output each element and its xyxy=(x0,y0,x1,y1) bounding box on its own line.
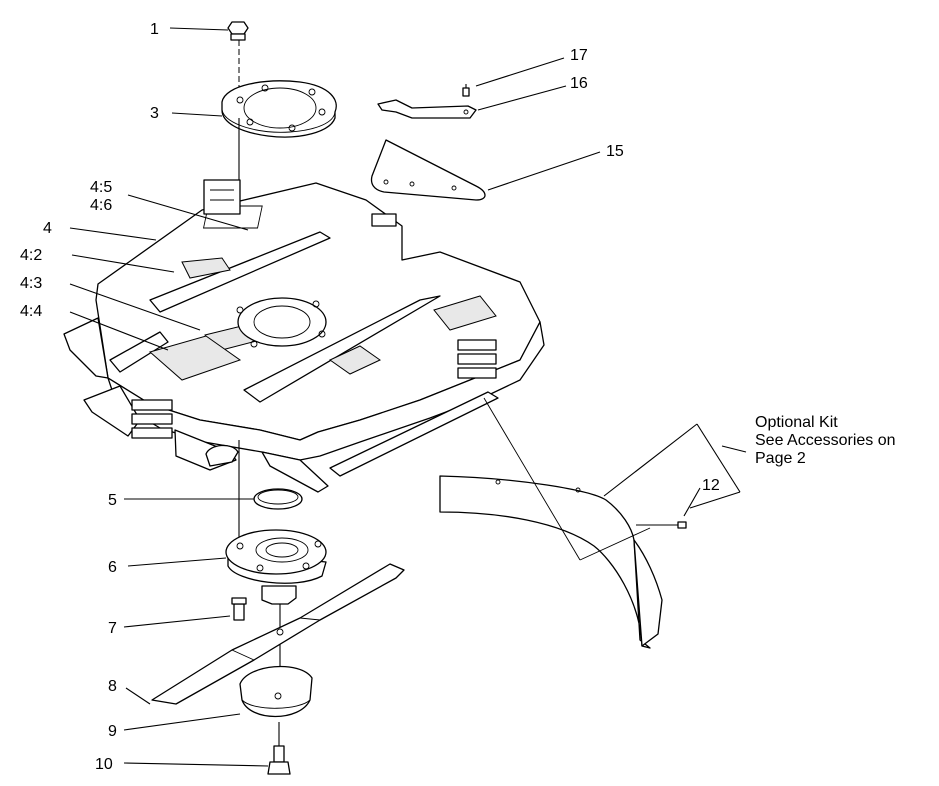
part-9-washer xyxy=(239,665,313,718)
callout-10: 10 xyxy=(95,756,113,773)
part-4-mower-deck xyxy=(63,179,545,493)
callout-4-3: 4:3 xyxy=(20,275,42,292)
callout-5: 5 xyxy=(108,492,117,509)
part-16-bracket xyxy=(377,99,477,119)
part-12-baffle-kit xyxy=(439,475,687,649)
kit-note-line3: Page 2 xyxy=(755,450,806,467)
leader-lines xyxy=(69,27,747,767)
callout-4-6: 4:6 xyxy=(90,197,112,214)
part-10-blade-bolt xyxy=(267,722,291,775)
callout-9: 9 xyxy=(108,723,117,740)
part-1-nut xyxy=(227,21,249,41)
part-15-cover-plate xyxy=(370,139,486,201)
callout-16: 16 xyxy=(570,75,588,92)
part-17-pin xyxy=(462,84,470,97)
part-8-blade xyxy=(151,563,405,705)
callout-6: 6 xyxy=(108,559,117,576)
part-5-ring xyxy=(253,488,303,510)
callout-7: 7 xyxy=(108,620,117,637)
callout-4-5: 4:5 xyxy=(90,179,112,196)
callout-12: 12 xyxy=(702,477,720,494)
part-6-spindle-housing xyxy=(225,529,327,605)
callout-4-4: 4:4 xyxy=(20,303,42,320)
kit-note-line2: See Accessories on xyxy=(755,432,896,449)
callout-4: 4 xyxy=(43,220,52,237)
callout-1: 1 xyxy=(150,21,159,38)
part-3-spindle-plate xyxy=(221,80,337,138)
part-7-bolt xyxy=(231,597,247,621)
callout-17: 17 xyxy=(570,47,588,64)
callout-3: 3 xyxy=(150,105,159,122)
callout-4-2: 4:2 xyxy=(20,247,42,264)
callout-15: 15 xyxy=(606,143,624,160)
kit-note-line1: Optional Kit xyxy=(755,414,838,431)
callout-8: 8 xyxy=(108,678,117,695)
